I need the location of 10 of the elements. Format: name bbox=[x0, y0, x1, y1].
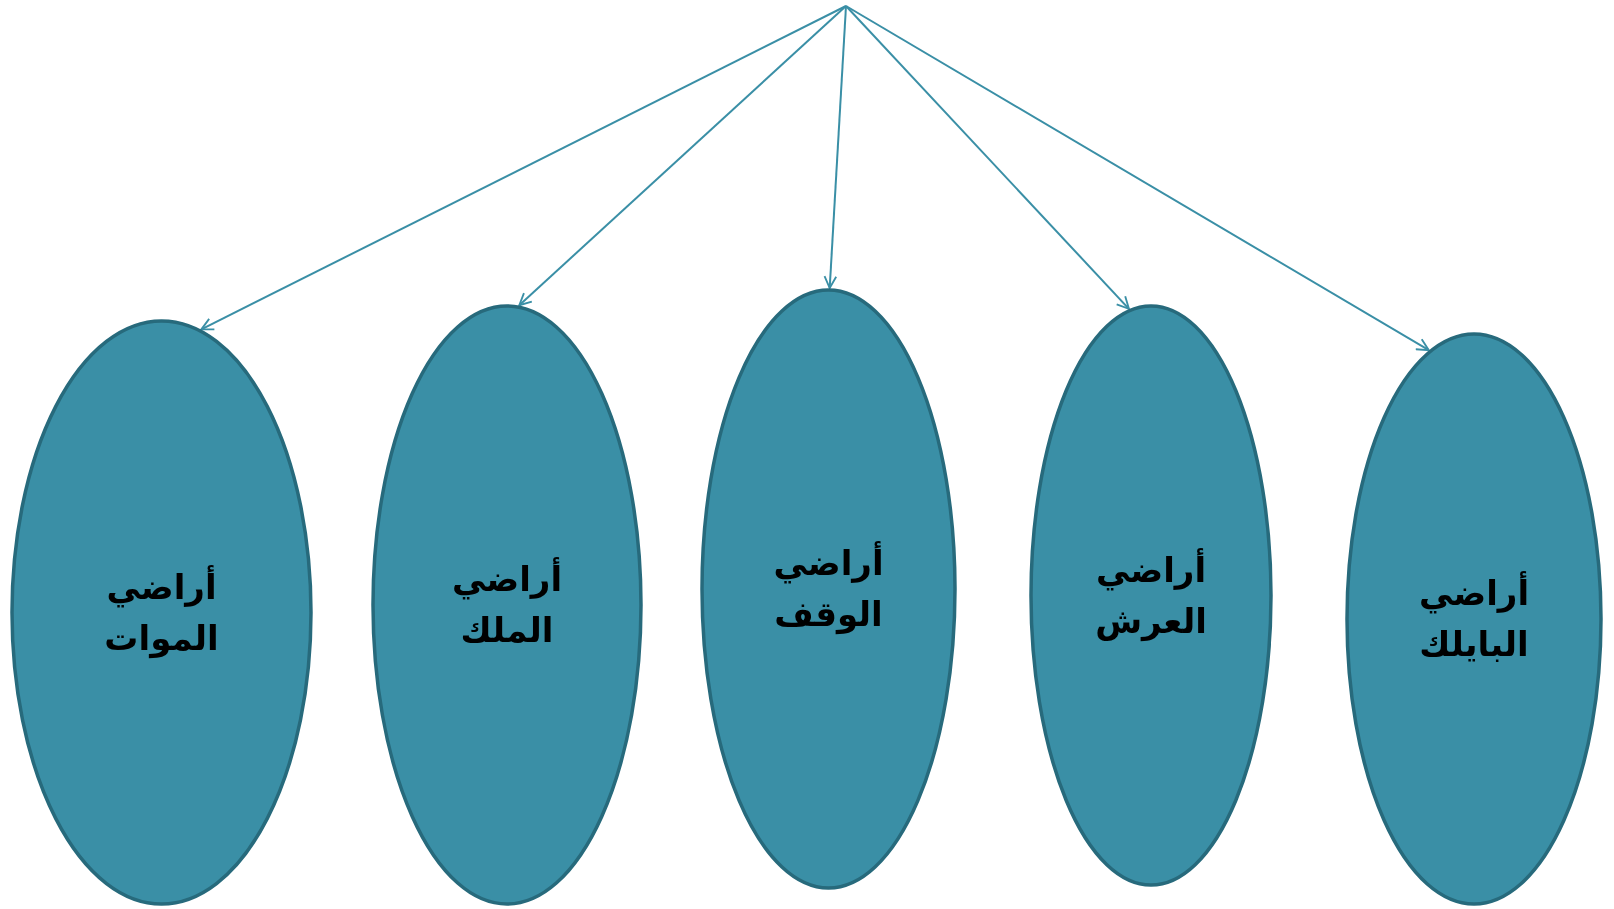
node-label: أراضي الملك bbox=[450, 556, 564, 652]
arrow bbox=[845, 5, 1430, 352]
arrow bbox=[200, 5, 847, 331]
node-label: أراضي البايلك bbox=[1417, 570, 1531, 666]
arrow bbox=[845, 5, 1130, 310]
node-label: أراضي الموات bbox=[103, 564, 220, 661]
arrow bbox=[823, 5, 847, 289]
arrow bbox=[518, 5, 847, 307]
node-label: أراضي الوقف bbox=[772, 540, 885, 637]
node-label: أراضي العرش bbox=[1094, 547, 1208, 644]
